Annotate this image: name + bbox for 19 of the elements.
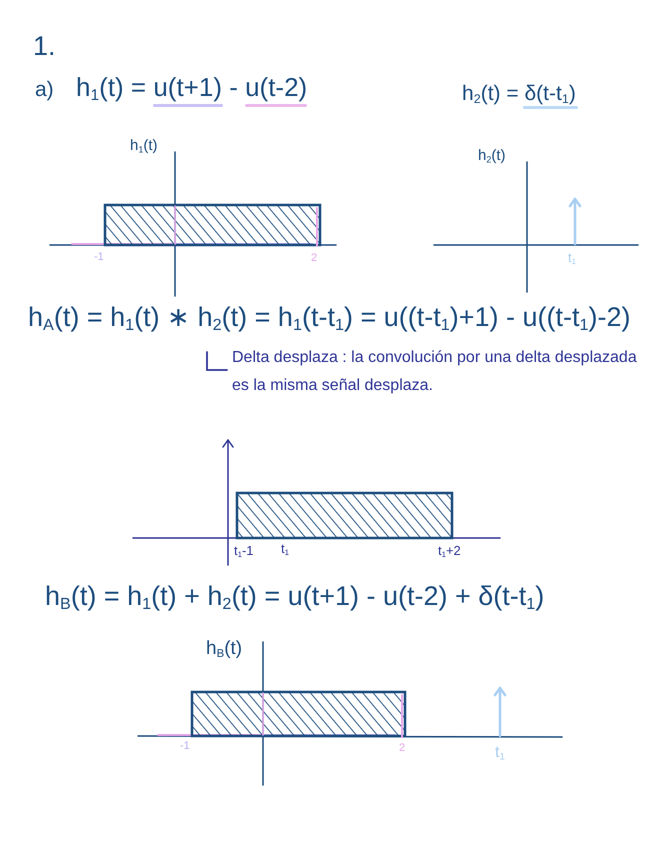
tick-label: 2 [311, 252, 318, 266]
equation: h$_{2}$(t) = δ(t-t$_{1}$) [462, 81, 576, 106]
equation: h$_{B}$(t) = h$_{1}$(t) + h$_{2}$(t) = u(t+1) - u(t-2) + δ(t-t$_{1}$) [45, 580, 544, 612]
item-marker: a) [35, 77, 54, 102]
axis-label: h$_{1}$(t) [130, 137, 158, 155]
equation: h$_{1}$(t) = u(t+1) - u(t-2) [76, 72, 308, 104]
axis-label: h$_{B}$(t) [206, 638, 242, 661]
tick-label: -1 [94, 251, 104, 264]
tick-label: t$_{1}$ [568, 250, 576, 266]
tick-label: t$_{1}$-1 [234, 543, 254, 559]
equation: h$_{A}$(t) = h$_{1}$(t) ∗ h$_{2}$(t) = h$_{1}$(t-t$_{1}$) = u((t-t$_{1}$)+1) - u((t-t$_{1}$)-2) [28, 301, 631, 334]
tick-label: -1 [180, 740, 190, 754]
tick-label: t$_{1}$ [495, 743, 505, 762]
tick-label: t$_{1}$ [281, 541, 289, 557]
note-text: Delta desplaza : la convolución por una delta desplazada es la misma señal desplaza. [232, 348, 638, 396]
axis-label: h$_{2}$(t) [478, 147, 506, 165]
tick-label: 2 [399, 742, 406, 756]
tick-label: t$_{1}$+2 [438, 543, 461, 559]
heading: 1. [33, 30, 56, 62]
